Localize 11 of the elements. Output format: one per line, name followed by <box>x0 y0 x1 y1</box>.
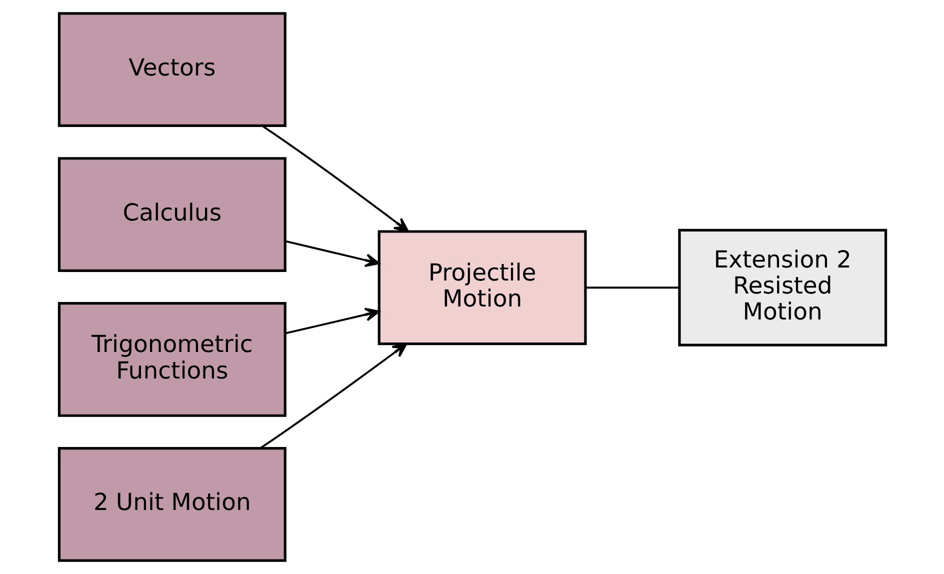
connector <box>585 286 679 289</box>
arrow <box>261 125 408 232</box>
node-box: Extension 2 Resisted Motion <box>678 228 887 346</box>
node-box: Trigonometric Functions <box>57 302 286 417</box>
node-box: 2 Unit Motion <box>57 446 286 562</box>
arrow <box>259 342 407 449</box>
node-box: Projectile Motion <box>377 230 586 346</box>
arrow <box>284 308 380 334</box>
arrow <box>284 240 380 268</box>
node-box: Vectors <box>57 12 286 128</box>
node-box: Calculus <box>57 157 286 272</box>
